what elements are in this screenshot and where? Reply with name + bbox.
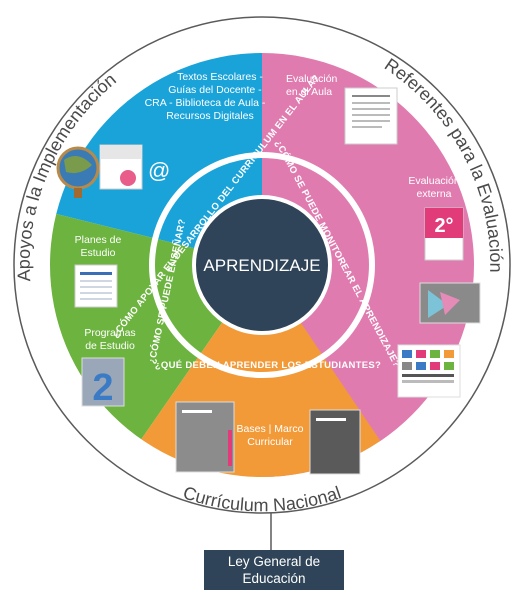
orange-label: Bases | Marco Curricular	[237, 423, 304, 448]
svg-text:2°: 2°	[434, 215, 453, 237]
ley-line-1: Ley General de	[227, 554, 321, 569]
eval-externa-line-2: externa	[416, 188, 451, 200]
svg-text:2: 2	[92, 367, 113, 409]
question-orange: ¿QUÉ DEBEN APRENDER LOS ESTUDIANTES?	[155, 360, 381, 371]
blue-label-line-2: Guías del Docente -	[168, 84, 262, 96]
programa-book-thumb: 2	[81, 357, 125, 409]
inner-ring	[149, 152, 375, 378]
eval-externa-thumb-1: 2°	[424, 207, 464, 261]
plan-doc-thumb	[74, 264, 118, 308]
svg-text:@: @	[148, 158, 170, 183]
blue-label-line-3: CRA - Biblioteca de Aula -	[145, 97, 266, 109]
green-bottom-label: Programas de Estudio	[84, 327, 135, 352]
programas-line-1: Programas	[84, 327, 135, 339]
eval-externa-thumb-2	[419, 282, 481, 324]
eval-externa-thumb-3	[397, 344, 461, 398]
eval-aula-line-2: en el Aula	[286, 86, 332, 98]
ley-line-2: Educación	[242, 571, 306, 586]
planes-line-2: Estudio	[80, 247, 115, 259]
center-label: APRENDIZAJE	[203, 256, 320, 275]
bases-line-2: Curricular	[247, 436, 293, 448]
green-top-label: Planes de Estudio	[75, 234, 122, 259]
pink-top-label: Evaluación en el Aula	[286, 73, 338, 98]
eval-aula-doc-thumb	[344, 87, 398, 145]
blue-segment-label: Textos Escolares - Guías del Docente - C…	[145, 71, 266, 122]
eval-aula-line-1: Evaluación	[286, 73, 338, 85]
blue-label-line-4: Recursos Digitales	[166, 110, 254, 122]
ley-general-box: Ley General de Educación	[204, 550, 344, 590]
marco-book-thumb	[309, 409, 361, 475]
programas-line-2: de Estudio	[85, 340, 135, 352]
at-icon: @	[148, 158, 170, 183]
bases-line-1: Bases | Marco	[237, 423, 304, 435]
pink-mid-label: Evaluación externa	[408, 175, 460, 200]
center-circle	[192, 195, 332, 335]
bases-book-thumb	[175, 401, 235, 473]
blue-label-line-1: Textos Escolares -	[177, 71, 263, 83]
globe-icon	[56, 146, 100, 198]
eval-externa-line-1: Evaluación	[408, 175, 460, 187]
book-thumb-lenguaje	[99, 144, 143, 190]
planes-line-1: Planes de	[75, 234, 122, 246]
